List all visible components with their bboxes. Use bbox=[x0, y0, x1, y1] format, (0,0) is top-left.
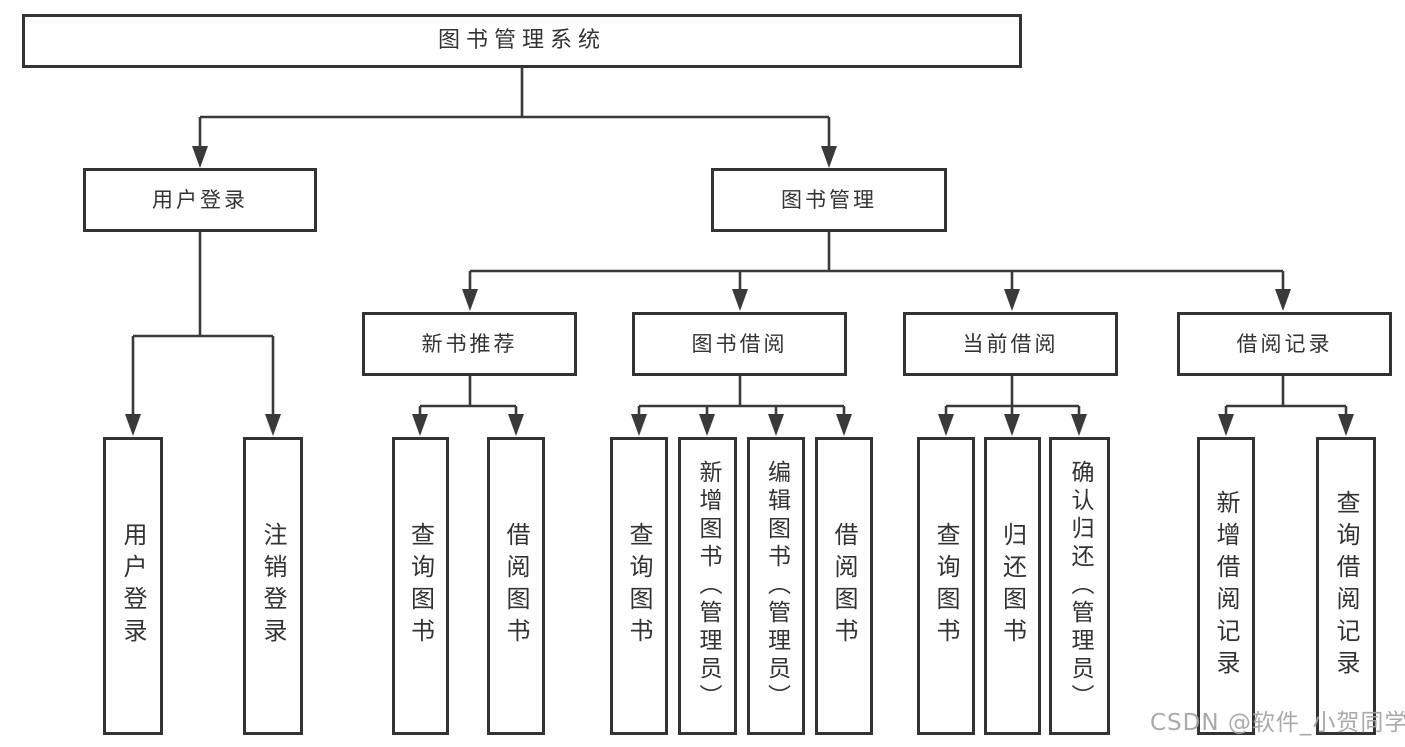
node-label: 图书管理系统 bbox=[437, 28, 606, 53]
node-leaf-add-book-admin: 新增图书（管理员） bbox=[678, 437, 737, 735]
node-label: 图书借阅 bbox=[691, 331, 788, 356]
node-current-borrow: 当前借阅 bbox=[903, 312, 1118, 376]
node-leaf-borrow-book-1: 借阅图书 bbox=[487, 437, 545, 735]
csdn-watermark: CSDN @软件_小贺同学 bbox=[1150, 710, 1405, 736]
node-label: 注销登录 bbox=[259, 522, 287, 650]
node-leaf-query-book-3: 查询图书 bbox=[917, 437, 975, 735]
node-leaf-query-borrow-record: 查询借阅记录 bbox=[1316, 437, 1376, 735]
node-leaf-borrow-book-2: 借阅图书 bbox=[815, 437, 873, 735]
node-label: 新增图书（管理员） bbox=[695, 460, 721, 712]
node-label: 图书管理 bbox=[781, 187, 877, 212]
node-borrow-records: 借阅记录 bbox=[1177, 312, 1392, 376]
node-book-borrow: 图书借阅 bbox=[632, 312, 847, 376]
node-label: 确认归还（管理员） bbox=[1067, 460, 1093, 712]
node-leaf-edit-book-admin: 编辑图书（管理员） bbox=[747, 437, 805, 735]
node-label: 新书推荐 bbox=[421, 331, 518, 356]
node-label: 新增借阅记录 bbox=[1212, 490, 1240, 682]
node-leaf-query-book-2: 查询图书 bbox=[610, 437, 668, 735]
node-label: 当前借阅 bbox=[962, 331, 1059, 356]
node-label: 查询图书 bbox=[406, 522, 435, 650]
node-leaf-confirm-return-admin: 确认归还（管理员） bbox=[1049, 437, 1110, 735]
node-label: 用户登录 bbox=[152, 187, 248, 212]
node-label: 借阅记录 bbox=[1236, 331, 1333, 356]
node-label: 归还图书 bbox=[998, 522, 1027, 650]
node-label: 用户登录 bbox=[119, 522, 147, 650]
node-new-book-recommend: 新书推荐 bbox=[362, 312, 577, 376]
node-label: 借阅图书 bbox=[830, 522, 858, 650]
node-leaf-logout: 注销登录 bbox=[243, 437, 303, 735]
node-label: 编辑图书（管理员） bbox=[763, 460, 790, 712]
node-label: 查询图书 bbox=[932, 522, 960, 650]
node-leaf-query-book-1: 查询图书 bbox=[392, 437, 449, 735]
node-leaf-return-book: 归还图书 bbox=[984, 437, 1041, 735]
node-book-management: 图书管理 bbox=[711, 168, 947, 232]
node-user-login: 用户登录 bbox=[83, 168, 317, 232]
node-leaf-add-borrow-record: 新增借阅记录 bbox=[1197, 437, 1255, 735]
node-label: 查询图书 bbox=[625, 522, 653, 650]
node-library-system: 图书管理系统 bbox=[22, 14, 1022, 68]
node-leaf-user-login: 用户登录 bbox=[103, 437, 163, 735]
node-label: 查询借阅记录 bbox=[1332, 490, 1360, 682]
node-label: 借阅图书 bbox=[502, 522, 530, 650]
